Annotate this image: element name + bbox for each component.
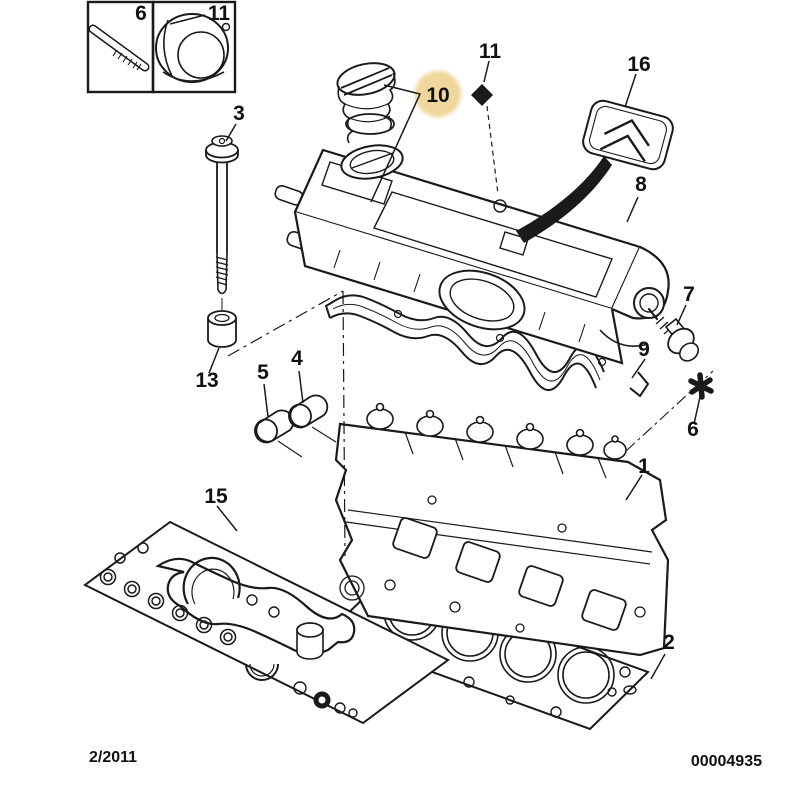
callout-11: 11 xyxy=(479,40,502,63)
callout-6: 6 xyxy=(687,418,699,441)
part-10-highlight xyxy=(412,68,464,120)
cylinder-head-drawing xyxy=(334,402,670,657)
callout-labels: 6 11 3 13 5 4 10 11 16 8 7 9 6 1 15 2 xyxy=(135,2,699,654)
head-bolt-drawing xyxy=(205,135,239,311)
callout-7: 7 xyxy=(683,283,695,306)
oil-cap-drawing xyxy=(336,62,396,144)
centerlines xyxy=(227,105,714,557)
callout-box-6: 6 xyxy=(135,2,147,25)
valve-cover-drawing xyxy=(274,144,670,365)
callout-9: 9 xyxy=(638,338,650,361)
footer-date: 2/2011 xyxy=(89,749,137,766)
bushing-drawing xyxy=(207,310,237,348)
footer-document-number: 00004935 xyxy=(691,753,762,770)
cam-plug-drawings xyxy=(254,394,337,458)
gasket-kit-drawing xyxy=(83,520,450,725)
callout-10-highlighted: 10 xyxy=(426,84,449,107)
asterisk-mark xyxy=(688,372,714,400)
badge-pointer-swoosh xyxy=(516,156,612,243)
callout-8: 8 xyxy=(635,173,647,196)
sensor-drawing xyxy=(647,307,700,362)
callout-4: 4 xyxy=(291,347,303,370)
callout-box-11: 11 xyxy=(208,2,231,25)
callout-1: 1 xyxy=(638,455,650,478)
callout-15: 15 xyxy=(204,485,228,508)
blanking-plug-drawing xyxy=(471,84,493,106)
cover-gasket-drawing xyxy=(324,294,650,398)
reference-boxes xyxy=(86,0,237,94)
callout-16: 16 xyxy=(627,53,650,76)
citroen-badge-drawing xyxy=(582,99,674,171)
callout-3: 3 xyxy=(233,102,245,125)
callout-2: 2 xyxy=(663,631,675,654)
callout-13: 13 xyxy=(195,369,218,392)
callout-5: 5 xyxy=(257,361,269,384)
leader-lines xyxy=(208,60,701,680)
